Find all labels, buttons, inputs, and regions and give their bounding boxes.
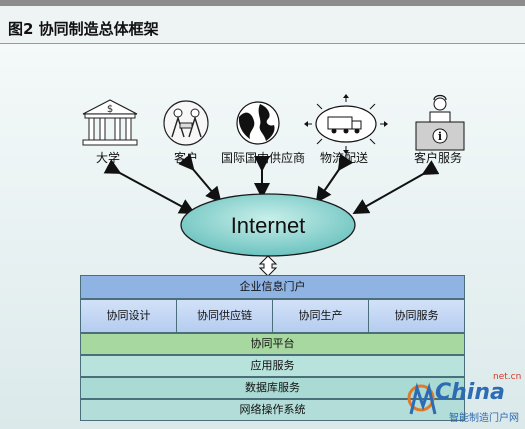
svg-text:$: $ [107, 104, 113, 115]
delivery-truck-icon [304, 94, 388, 154]
service-desk-icon: i [415, 94, 465, 151]
collab-platform-layer: 协同平台 [80, 333, 465, 355]
watermark-name: China [435, 380, 505, 405]
watermark-emblem-icon [407, 382, 437, 415]
watermark-tagline: 智能制造门户网 [449, 413, 519, 424]
node-label-customer: 客户 [174, 150, 198, 165]
node-label-customer-service: 客户服务 [414, 150, 462, 165]
module-collab-service: 协同服务 [369, 300, 464, 332]
database-service-layer: 数据库服务 [80, 377, 465, 399]
connector-customer-service [352, 160, 440, 214]
module-collab-supply-chain: 协同供应链 [177, 300, 273, 332]
hub-to-portal-arrow [258, 255, 278, 277]
svg-text:i: i [438, 130, 442, 143]
module-collab-production: 协同生产 [273, 300, 369, 332]
network-os-layer: 网络操作系统 [80, 399, 465, 421]
node-label-university: 大学 [96, 150, 120, 165]
collaboration-modules-layer: 协同设计 协同供应链 协同生产 协同服务 [80, 299, 465, 333]
module-collab-design: 协同设计 [81, 300, 177, 332]
internet-hub-label: Internet [231, 213, 306, 238]
connector-customer [178, 153, 222, 204]
globe-icon [236, 101, 280, 145]
node-label-logistics: 物流配送 [320, 150, 368, 165]
watermark-domain: net.cn [493, 372, 522, 382]
top-gray-bar [0, 0, 525, 6]
connector-university [103, 159, 196, 214]
watermark-logo: China net.cn 智能制造门户网 [405, 372, 523, 428]
people-meeting-icon [163, 100, 209, 146]
node-label-suppliers: 国际国内供应商 [221, 150, 305, 165]
enterprise-portal-layer: 企业信息门户 [80, 275, 465, 299]
title-divider [0, 43, 525, 44]
application-service-layer: 应用服务 [80, 355, 465, 377]
figure-title: 图2 协同制造总体框架 [8, 20, 159, 38]
bank-building-icon: $ [82, 99, 138, 146]
connector-logistics [315, 153, 354, 204]
